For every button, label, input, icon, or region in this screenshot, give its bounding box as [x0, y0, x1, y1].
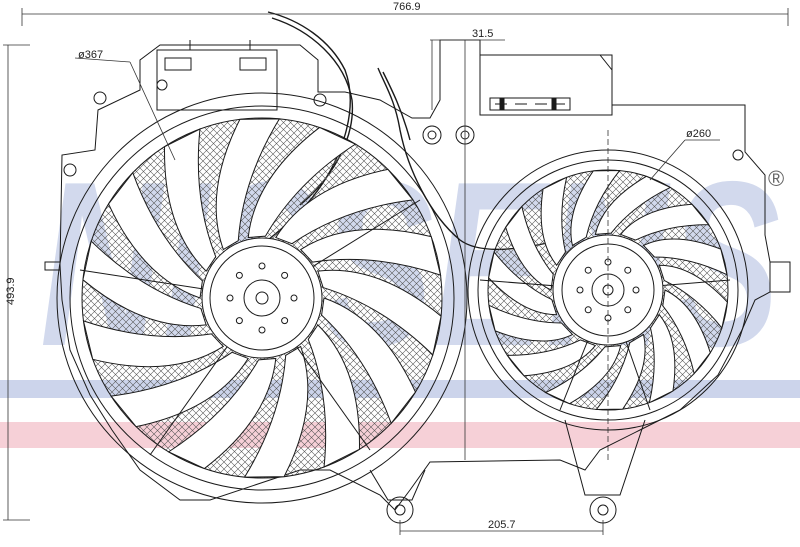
- dim-overall-width: 766.9: [393, 1, 421, 13]
- large-fan-hub-bolt: [290, 294, 298, 302]
- dim-offset: 31.5: [472, 28, 493, 40]
- large-fan-blade: [243, 345, 309, 478]
- small-fan-blade: [544, 345, 622, 405]
- large-fan-hub-bolt: [235, 317, 243, 325]
- large-fan-hub-bolt: [281, 317, 289, 325]
- large-fan-blade: [110, 351, 249, 428]
- large-fan-hub-bolt: [258, 262, 266, 270]
- large-fan-blade: [107, 171, 203, 299]
- small-fan: [467, 149, 749, 431]
- small-fan-hub-bolt: [624, 306, 632, 314]
- dimension-labels: 766.9 31.5 ø367 ø260 205.7 493.9: [5, 1, 711, 531]
- large-fan-hub-bolt: [226, 294, 234, 302]
- small-fan-blade: [505, 205, 554, 291]
- large-fan-blade: [247, 126, 357, 239]
- small-fan-blade: [619, 203, 710, 241]
- small-fan-blade: [658, 264, 728, 330]
- large-fan-hub-bolt: [281, 271, 289, 279]
- small-fan-hub-bolt: [632, 286, 640, 294]
- large-fan-ring: [56, 92, 468, 504]
- top-bracket: [156, 40, 278, 111]
- registered-mark: ®: [768, 166, 784, 191]
- small-fan-blades: [488, 170, 728, 410]
- large-fan: [56, 92, 468, 504]
- small-fan-hub-bolt: [624, 266, 632, 274]
- small-fan-blade: [570, 170, 621, 247]
- large-fan-blade: [82, 320, 225, 368]
- small-fan-hub-bolt: [584, 306, 592, 314]
- drawing: [44, 11, 791, 524]
- large-fan-blade: [215, 118, 281, 251]
- large-fan-blade: [275, 168, 414, 245]
- large-fan-blades: [82, 118, 442, 478]
- large-fan-blade: [321, 297, 417, 425]
- small-fan-blade: [662, 289, 711, 375]
- large-fan-hub-bolt: [235, 271, 243, 279]
- dim-large-diameter: ø367: [78, 49, 103, 61]
- small-fan-blade: [594, 175, 672, 235]
- large-fan-blade: [317, 269, 442, 356]
- large-fan-blade: [167, 357, 277, 470]
- small-fan-blade: [642, 238, 728, 276]
- large-fan-motor: [201, 237, 323, 359]
- small-fan-blade: [540, 176, 568, 267]
- large-fan-blade: [299, 228, 442, 276]
- connector-box: [479, 54, 613, 116]
- small-fan-hub-bolt: [584, 266, 592, 274]
- small-fan-blade: [506, 339, 597, 377]
- small-fan-hub-bolt: [576, 286, 584, 294]
- large-fan-blade: [307, 324, 360, 468]
- bottom-brackets: [369, 419, 646, 524]
- small-fan-blade: [648, 313, 676, 404]
- large-fan-blade: [82, 240, 207, 327]
- side-tabs: [44, 91, 791, 293]
- large-fan-hub-bolt: [258, 326, 266, 334]
- dim-height: 493.9: [5, 277, 17, 305]
- small-fan-blade: [488, 304, 574, 342]
- watermark-red-band: [0, 422, 800, 448]
- large-fan-blade: [164, 128, 217, 272]
- small-fan-blade: [595, 333, 646, 410]
- dim-bottom-spacing: 205.7: [488, 519, 516, 531]
- dimensions: [3, 8, 789, 535]
- dim-small-diameter: ø260: [686, 128, 711, 140]
